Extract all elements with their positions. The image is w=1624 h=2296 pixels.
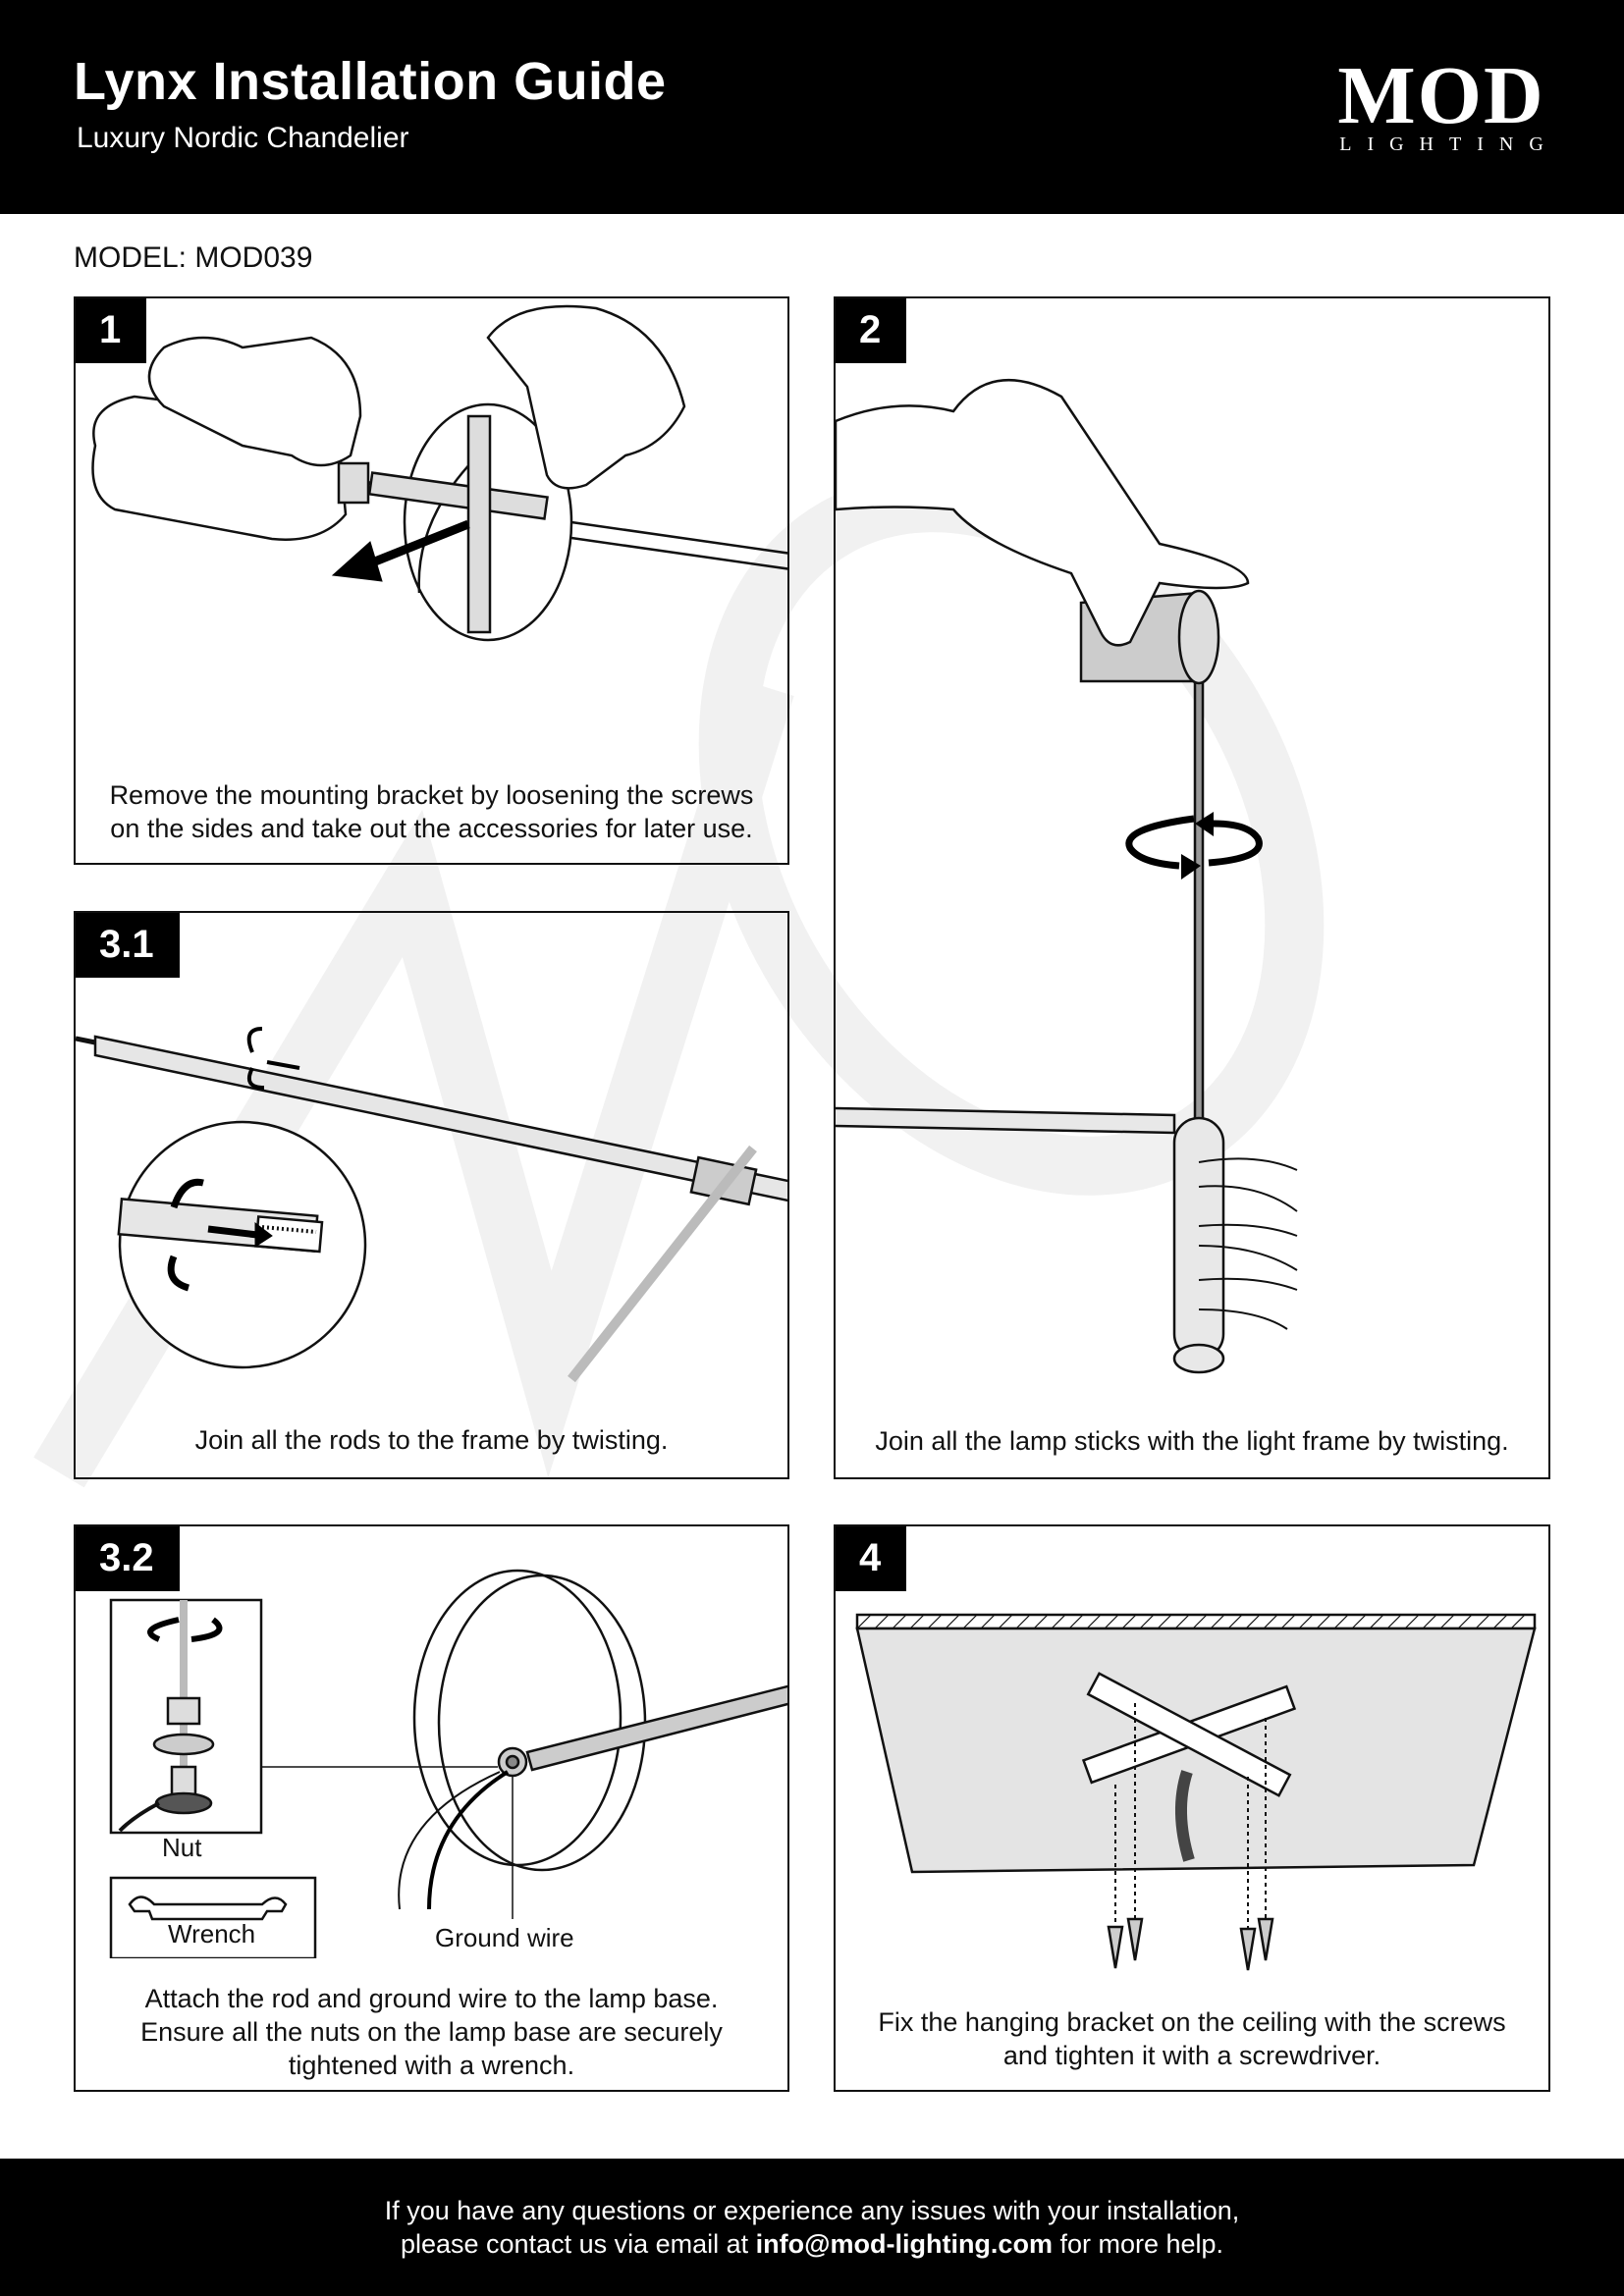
support-email-link[interactable]: info@mod-lighting.com (755, 2229, 1053, 2259)
step-4-number: 4 (836, 1526, 907, 1591)
footer-line2: please contact us via email at info@mod-… (0, 2227, 1624, 2261)
page-subtitle: Luxury Nordic Chandelier (77, 122, 409, 154)
footer-line1: If you have any questions or experience … (384, 2196, 1240, 2225)
step-2-illustration (836, 378, 1298, 1374)
step-3-1-caption: Join all the rods to the frame by twisti… (194, 1425, 669, 1455)
footer-line2-suffix: for more help. (1052, 2229, 1224, 2259)
step-1-illustration (91, 304, 787, 642)
step-2-panel: 2 (834, 296, 1550, 1479)
logo-tagline: LIGHTING (1339, 133, 1559, 155)
nut-label: Nut (162, 1833, 202, 1862)
step-4-illustration (855, 1613, 1537, 1971)
step-3-1-panel: 3.1 Join all the rods to the frame by tw… (74, 911, 789, 1479)
step-3-1-illustration (76, 1027, 787, 1383)
step-4-caption: Fix the hanging bracket on the ceiling w… (836, 2005, 1548, 2072)
logo-wordmark: MOD (1337, 50, 1545, 141)
step-4-caption-line2: and tighten it with a screwdriver. (1002, 2041, 1381, 2070)
step-1-caption: Remove the mounting bracket by loosening… (109, 780, 754, 843)
step-2-number: 2 (836, 298, 907, 363)
step-3-2-caption-line1: Attach the rod and ground wire to the la… (144, 1984, 719, 2013)
footer-bar: If you have any questions or experience … (0, 2159, 1624, 2296)
ground-wire-label: Ground wire (435, 1923, 574, 1952)
step-3-2-panel: 3.2 Nut W (74, 1524, 789, 2092)
step-3-2-caption-line3: tightened with a wrench. (288, 2051, 575, 2080)
header-bar: Lynx Installation Guide Luxury Nordic Ch… (0, 0, 1624, 214)
step-3-2-number: 3.2 (76, 1526, 180, 1591)
step-3-2-illustration (109, 1569, 787, 1958)
step-2-caption: Join all the lamp sticks with the light … (875, 1426, 1509, 1456)
wrench-label: Wrench (168, 1919, 256, 1949)
step-1-panel: 1 Remove the mounting bracket by l (74, 296, 789, 865)
model-number: MODEL: MOD039 (74, 241, 313, 274)
step-1-number: 1 (76, 298, 147, 363)
footer-text: If you have any questions or experience … (0, 2194, 1624, 2261)
step-4-panel: 4 Fix the ha (834, 1524, 1550, 2092)
step-3-2-caption-line2: Ensure all the nuts on the lamp base are… (140, 2017, 723, 2047)
brand-logo: MOD LIGHTING (1324, 55, 1559, 156)
footer-line2-prefix: please contact us via email at (400, 2229, 756, 2259)
step-3-1-number: 3.1 (76, 913, 180, 978)
step-4-caption-line1: Fix the hanging bracket on the ceiling w… (878, 2007, 1506, 2037)
page-title: Lynx Installation Guide (74, 52, 667, 111)
step-3-2-caption: Attach the rod and ground wire to the la… (76, 1982, 787, 2082)
